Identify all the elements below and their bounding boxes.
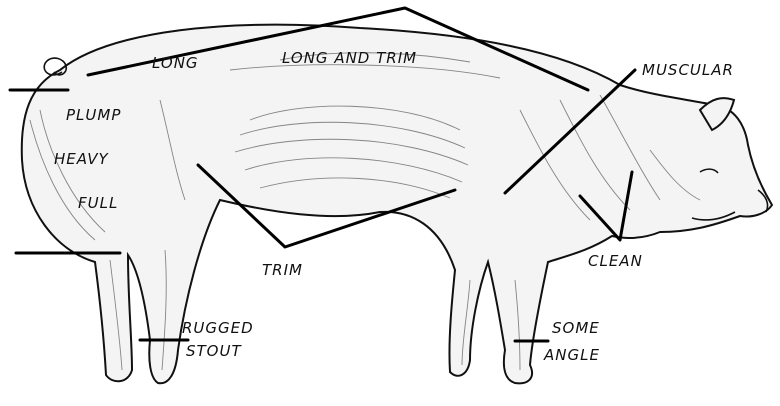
label-long-and-trim: LONG AND TRIM: [282, 49, 417, 67]
label-clean: CLEAN: [588, 252, 643, 270]
label-muscular: MUSCULAR: [642, 61, 734, 79]
label-long: LONG: [152, 54, 199, 72]
label-trim: TRIM: [262, 261, 303, 279]
label-stout: STOUT: [186, 342, 242, 360]
label-some: SOME: [552, 319, 600, 337]
label-plump: PLUMP: [66, 106, 121, 124]
label-full: FULL: [78, 194, 118, 212]
label-angle: ANGLE: [543, 346, 600, 364]
label-heavy: HEAVY: [54, 150, 110, 168]
label-rugged: RUGGED: [182, 319, 254, 337]
